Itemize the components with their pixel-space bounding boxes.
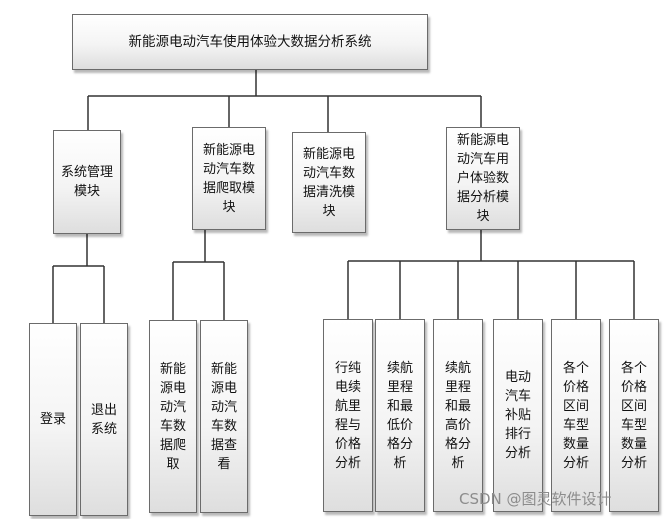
watermark-text: CSDN @图灵软件设计	[459, 490, 612, 508]
module-label: 新能源电动汽车用户体验数据分析模块	[456, 133, 509, 224]
leaf-label: 新能源电动汽车数据爬取	[159, 361, 186, 472]
leaf-price-bracket-count-analysis-2: 各个价格区间车型数量分析	[609, 319, 659, 512]
module-data-cleaning: 新能源电动汽车数据清洗模块	[292, 132, 366, 233]
leaf-label: 退出系统	[90, 402, 117, 437]
module-data-crawling: 新能源电动汽车数据爬取模块	[192, 127, 266, 230]
leaf-range-max-price-analysis: 续航里程和最高价格分析	[433, 319, 483, 512]
leaf-label: 各个价格区间车型数量分析	[620, 360, 647, 471]
module-label: 新能源电动汽车数据清洗模块	[302, 146, 355, 219]
module-label: 系统管理模块	[60, 165, 113, 199]
leaf-label: 电动汽车补贴排行分析	[504, 370, 531, 461]
leaf-label: 各个价格区间车型数量分析	[562, 360, 589, 471]
leaf-data-view: 新能源电动汽车数据查看	[200, 320, 248, 513]
leaf-range-min-price-analysis: 续航里程和最低价格分析	[375, 319, 425, 512]
leaf-range-price-analysis: 行纯电续航里程与价格分析	[323, 319, 373, 512]
leaf-label: 续航里程和最高价格分析	[444, 360, 471, 471]
leaf-price-bracket-count-analysis: 各个价格区间车型数量分析	[551, 319, 601, 512]
root-label: 新能源电动汽车使用体验大数据分析系统	[128, 33, 372, 50]
root-node: 新能源电动汽车使用体验大数据分析系统	[72, 14, 428, 70]
leaf-logout: 退出系统	[80, 323, 128, 516]
leaf-login: 登录	[29, 323, 77, 516]
module-user-experience-analysis: 新能源电动汽车用户体验数据分析模块	[446, 127, 520, 230]
leaf-data-crawl: 新能源电动汽车数据爬取	[149, 320, 197, 513]
module-label: 新能源电动汽车数据爬取模块	[202, 142, 255, 215]
leaf-label: 新能源电动汽车数据查看	[210, 361, 237, 472]
leaf-label: 登录	[39, 412, 66, 427]
leaf-label: 行纯电续航里程与价格分析	[334, 360, 361, 471]
leaf-subsidy-ranking-analysis: 电动汽车补贴排行分析	[493, 319, 543, 512]
module-system-management: 系统管理模块	[53, 130, 121, 234]
leaf-label: 续航里程和最低价格分析	[386, 360, 413, 471]
